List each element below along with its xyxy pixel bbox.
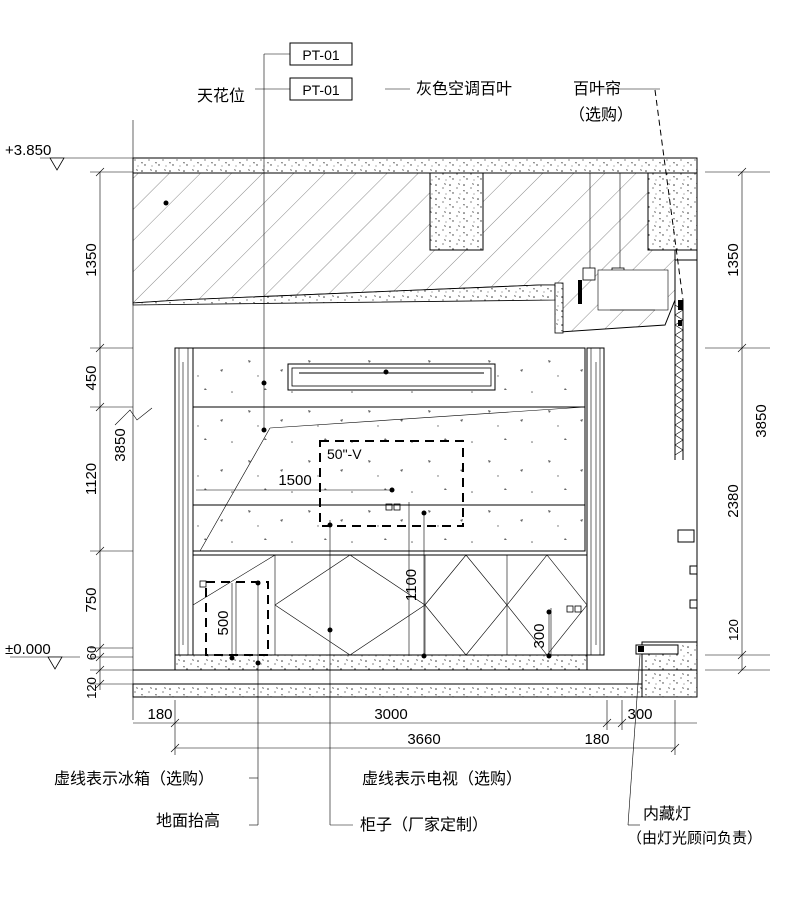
- label-tv-note: 虚线表示电视（选购）: [362, 769, 522, 788]
- dim-bottom-3000: 3000: [374, 706, 407, 723]
- tv-size-label: 50"-V: [327, 446, 362, 462]
- ceiling-slab: [132, 157, 698, 334]
- dim-left-60: 60: [84, 646, 99, 660]
- tv-dashed-outline: [319, 440, 464, 527]
- dim-right-3850: 3850: [753, 404, 770, 437]
- dim-left-1350: 1350: [83, 243, 100, 276]
- tag-pt01-top: PT-01: [302, 47, 340, 63]
- dim-bottom-180-left: 180: [147, 706, 172, 723]
- dim-left-3850: 3850: [112, 428, 129, 461]
- label-fridge-note: 虚线表示冰箱（选购）: [54, 769, 214, 788]
- dim-right-2380: 2380: [725, 484, 742, 517]
- tag-pt01-second: PT-01: [302, 82, 340, 98]
- dim-left-750: 750: [83, 587, 100, 612]
- label-blind-optional: （选购）: [569, 105, 633, 124]
- level-top: +3.850: [5, 142, 51, 159]
- level-zero: ±0.000: [5, 641, 51, 658]
- lower-cabinet: [192, 554, 588, 656]
- dim-inner-300: 300: [531, 623, 548, 648]
- label-cabinet-note: 柜子（厂家定制）: [360, 815, 488, 834]
- leader-lines: [196, 53, 660, 826]
- label-floor-raise: 地面抬高: [156, 811, 220, 830]
- label-blind: 百叶帘: [573, 79, 621, 98]
- dim-bottom-300: 300: [627, 706, 652, 723]
- fridge-dashed-outline: [205, 581, 269, 656]
- blind-and-ac: [578, 89, 698, 684]
- dim-left-450: 450: [83, 365, 100, 390]
- tag-box-top: [289, 42, 353, 66]
- label-ac-louver: 灰色空调百叶: [416, 79, 512, 98]
- dim-inner-500: 500: [215, 610, 232, 635]
- dim-bottom-3660: 3660: [407, 731, 440, 748]
- tag-box-second: [289, 77, 353, 101]
- dim-inner-1100: 1100: [403, 569, 420, 601]
- dim-bottom-180-right: 180: [584, 731, 609, 748]
- dimension-lines: [10, 120, 770, 755]
- dim-left-1120: 1120: [83, 463, 100, 495]
- wall-panel: [192, 347, 586, 552]
- label-hidden-light: 内藏灯: [643, 804, 691, 823]
- side-columns: [174, 347, 605, 656]
- dim-right-120: 120: [726, 619, 741, 641]
- dim-inner-1500: 1500: [278, 472, 311, 489]
- label-hidden-light-note: （由灯光顾问负责）: [627, 829, 762, 847]
- floor-slab: [132, 641, 698, 698]
- dim-left-120: 120: [84, 677, 99, 699]
- label-ceiling: 天花位: [197, 86, 245, 105]
- dim-right-1350: 1350: [725, 243, 742, 276]
